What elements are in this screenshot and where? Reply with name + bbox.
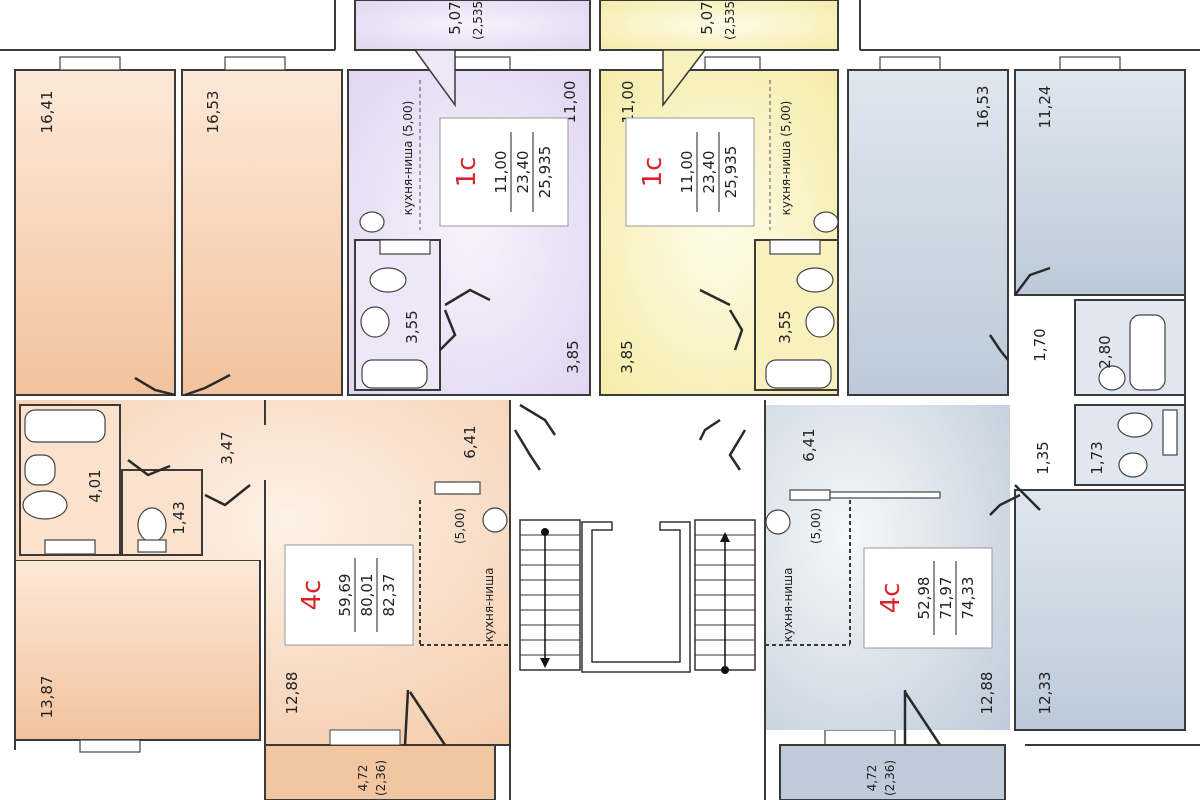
kitchen-niche-label: кухня-ниша — [781, 568, 795, 643]
doors — [127, 266, 1051, 746]
area-label: 6,41 — [461, 425, 479, 458]
apartment-4c-left-area — [14, 69, 510, 800]
area-label: (2,535) — [723, 0, 737, 40]
area-label: 16,53 — [204, 91, 222, 134]
apartment-area-2: 23,40 — [700, 151, 718, 194]
apartment-area-2: 80,01 — [358, 574, 376, 617]
apartment-type: 1с — [452, 157, 482, 188]
area-label: 1,73 — [1088, 441, 1106, 474]
apartment-area-2: 71,97 — [937, 577, 955, 620]
apartment-area-3: 82,37 — [380, 574, 398, 617]
kitchen-niche-label: кухня-ниша — [482, 568, 496, 643]
area-label: 13,87 — [38, 676, 56, 719]
kitchen-niche-label: кухня-ниша (5,00) — [401, 101, 415, 216]
area-label: (2,36) — [374, 760, 388, 796]
apartment-area-2: 23,40 — [514, 151, 532, 194]
apartment-tag-4c-left[interactable]: 4с 59,69 80,01 82,37 — [284, 544, 414, 646]
area-label: 3,55 — [403, 310, 421, 343]
area-label: 3,47 — [218, 431, 236, 464]
area-label: 12,33 — [1036, 672, 1054, 715]
apartment-area-3: 25,935 — [722, 146, 740, 199]
area-label: 5,07 — [446, 1, 464, 34]
area-label: 5,07 — [698, 1, 716, 34]
apartment-tag-1c-left[interactable]: 1с 11,00 23,40 25,935 — [439, 117, 569, 227]
apartment-area-1: 11,00 — [492, 151, 510, 194]
stairwell — [519, 519, 756, 674]
area-label: 11,00 — [561, 81, 579, 124]
room-labels: 16,41 16,53 13,87 12,88 3,47 6,41 4,01 1… — [38, 0, 1114, 796]
area-label: 16,53 — [974, 86, 992, 129]
area-label: 12,88 — [283, 672, 301, 715]
area-label: 3,85 — [564, 340, 582, 373]
area-label: 12,88 — [978, 672, 996, 715]
walls-left — [0, 0, 511, 800]
apartment-type: 1с — [638, 157, 668, 188]
kitchen-niche-label: (5,00) — [809, 508, 823, 544]
apartment-area-3: 25,935 — [536, 146, 554, 199]
area-label: 1,35 — [1034, 441, 1052, 474]
fixtures — [22, 211, 1178, 555]
area-label: 1,43 — [170, 501, 188, 534]
apartment-tag-4c-right[interactable]: 4с 52,98 71,97 74,33 — [863, 547, 993, 649]
area-label: 4,72 — [865, 765, 879, 792]
area-label: 6,41 — [800, 428, 818, 461]
area-label: 2,80 — [1096, 335, 1114, 368]
area-label: 3,55 — [776, 310, 794, 343]
area-label: (2,535) — [471, 0, 485, 40]
area-label: 3,85 — [618, 340, 636, 373]
area-label: 11,00 — [619, 81, 637, 124]
apartment-area-3: 74,33 — [959, 577, 977, 620]
apartment-type: 4с — [876, 583, 906, 614]
apartment-area-1: 11,00 — [678, 151, 696, 194]
apartment-4c-right-area — [764, 0, 1200, 800]
area-label: 4,01 — [86, 469, 104, 502]
windows — [59, 56, 1121, 753]
kitchen-niche-label: (5,00) — [453, 508, 467, 544]
area-label: (2,36) — [883, 760, 897, 796]
kitchen-niche-label: кухня-ниша (5,00) — [779, 101, 793, 216]
area-label: 1,70 — [1031, 328, 1049, 361]
apartment-area-1: 52,98 — [915, 577, 933, 620]
apartment-type: 4с — [297, 580, 327, 611]
niche-lines — [419, 80, 771, 230]
apartment-tag-1c-right[interactable]: 1с 11,00 23,40 25,935 — [625, 117, 755, 227]
area-label: 16,41 — [38, 91, 56, 134]
area-label: 11,24 — [1036, 86, 1054, 129]
area-label: 4,72 — [356, 765, 370, 792]
apartment-area-1: 59,69 — [336, 574, 354, 617]
